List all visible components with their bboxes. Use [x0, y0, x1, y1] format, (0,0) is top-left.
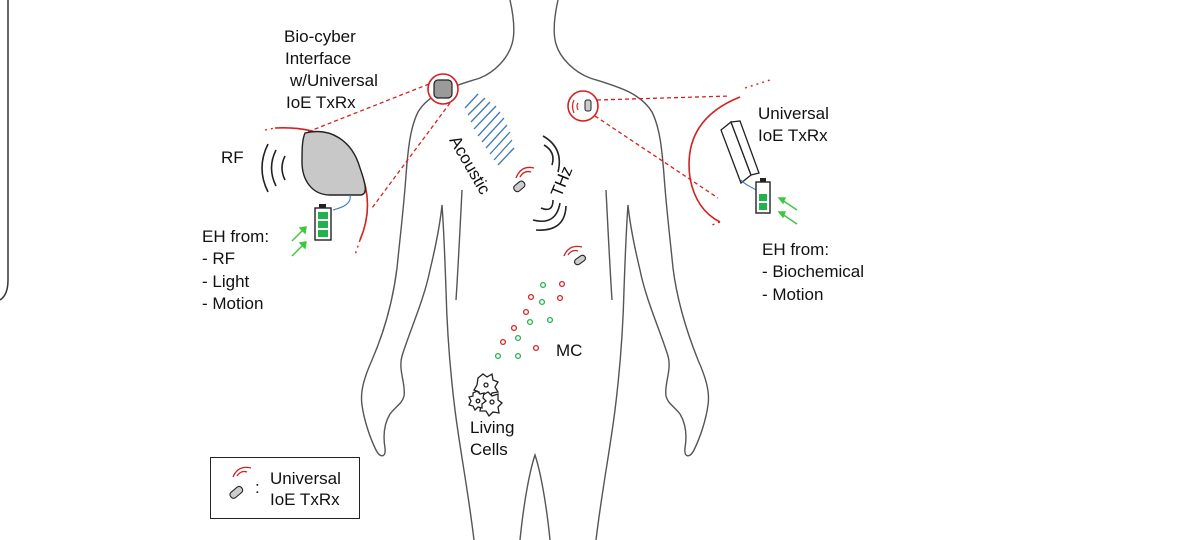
eh-arrows-right-icon	[777, 197, 798, 225]
molecule-dots	[494, 280, 566, 360]
label-living-1: Living	[470, 418, 514, 437]
label-universal-right-1: Universal	[758, 104, 829, 123]
implant-chip	[433, 79, 453, 99]
legs-gap	[519, 452, 551, 540]
label-living-2: Cells	[470, 440, 508, 459]
body-inner-right	[605, 189, 613, 301]
zoom-line-right-bottom	[594, 115, 719, 199]
label-eh-left-1: EH from:	[202, 227, 269, 246]
label-bio-cyber-2: Interface	[285, 49, 351, 68]
magnifier-arc-right	[688, 96, 741, 223]
label-eh-left-2: - RF	[202, 249, 235, 268]
label-bio-cyber-3: w/Universal	[289, 71, 378, 90]
legend-box: : Universal IoE TxRx	[210, 457, 360, 519]
magnifier-arc-left-dots	[264, 127, 361, 256]
label-mc: MC	[556, 341, 582, 360]
label-eh-right-3: - Motion	[762, 285, 823, 304]
battery-right-icon	[755, 178, 771, 214]
device-wire	[740, 179, 757, 191]
label-eh-right-2: - Biochemical	[762, 262, 864, 281]
label-universal-right-2: IoE TxRx	[758, 126, 828, 145]
label-thz: THz	[547, 163, 576, 199]
transceiver-right-small-icon	[571, 99, 592, 114]
body-outline	[360, 0, 515, 540]
zoom-line-left-bottom	[371, 102, 451, 209]
zoom-line-right-top	[596, 95, 731, 101]
label-eh-left-4: - Motion	[202, 294, 263, 313]
eh-arrows-left-icon	[291, 226, 307, 257]
body-inner-left	[455, 189, 463, 301]
transceiver-mc-icon	[563, 245, 587, 266]
legend-label: Universal IoE TxRx	[270, 468, 341, 510]
battery-left-icon	[314, 204, 332, 241]
label-bio-cyber-4: IoE TxRx	[286, 93, 356, 112]
implant-wire	[332, 194, 351, 211]
body-outline-right	[553, 0, 710, 540]
implant-large	[301, 130, 366, 196]
label-bio-cyber-1: Bio-cyber	[284, 27, 356, 46]
legend-label-line1: Universal	[270, 469, 341, 488]
acoustic-waves-icon	[464, 93, 515, 166]
legend-label-line2: IoE TxRx	[270, 490, 340, 509]
label-rf: RF	[221, 148, 244, 167]
implant-circle-right	[567, 90, 599, 122]
rf-waves-icon	[261, 143, 286, 193]
transceiver-center-icon	[513, 166, 535, 193]
label-acoustic: Acoustic	[446, 133, 495, 199]
left-edge-curve	[0, 0, 9, 301]
magnifier-arc-right-dots	[711, 79, 771, 226]
legend-transceiver-icon	[229, 466, 252, 499]
living-cells-icon	[468, 372, 503, 418]
label-eh-right-1: EH from:	[762, 240, 829, 259]
zoom-line-left-top	[304, 83, 430, 134]
txrx-device-icon	[720, 120, 760, 185]
legend-colon: :	[255, 478, 260, 497]
thz-waves-icon	[532, 135, 567, 231]
label-eh-left-3: - Light	[202, 272, 250, 291]
